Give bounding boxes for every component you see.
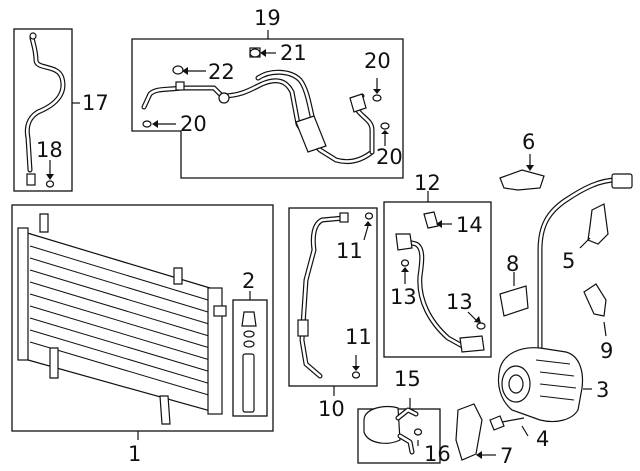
arrowhead-14 xyxy=(436,220,442,228)
callout-8: 8 xyxy=(506,252,519,276)
part-1-condenser xyxy=(17,213,227,425)
part-9-bracket xyxy=(583,283,607,317)
part-8-bracket xyxy=(499,285,529,317)
part-10-hose xyxy=(297,212,349,379)
box-15 xyxy=(357,408,441,464)
part-14-pressure-sensor xyxy=(423,211,439,229)
part-18-o-ring xyxy=(45,180,55,188)
part-6-bracket xyxy=(499,169,545,191)
callout-20-bottom: 20 xyxy=(376,145,403,169)
part-11-o-ring-top xyxy=(364,212,374,220)
callout-20-top: 20 xyxy=(364,49,391,73)
callout-21: 21 xyxy=(280,41,307,65)
callout-20-left: 20 xyxy=(180,112,207,136)
box-10 xyxy=(288,207,378,387)
callout-13-right: 13 xyxy=(446,290,473,314)
callout-1: 1 xyxy=(128,442,141,466)
callout-11-bottom: 11 xyxy=(345,325,372,349)
part-7-bracket xyxy=(455,403,483,461)
part-3-compressor xyxy=(497,173,633,423)
part-12-hose xyxy=(395,233,485,353)
arrowhead-20-bottom xyxy=(381,130,389,134)
arrowhead-18 xyxy=(46,174,54,180)
callout-16: 16 xyxy=(424,442,451,466)
callout-6: 6 xyxy=(522,130,535,154)
leader-5 xyxy=(579,237,591,249)
arrowhead-13-right xyxy=(474,316,481,323)
callout-12: 12 xyxy=(414,171,441,195)
part-13-o-ring-left xyxy=(400,259,410,267)
part-22-nut xyxy=(172,65,184,75)
part-11-o-ring-bottom xyxy=(351,371,361,379)
box-19 xyxy=(131,38,404,179)
box-12 xyxy=(383,201,492,358)
callout-5: 5 xyxy=(562,249,575,273)
callout-22: 22 xyxy=(208,60,235,84)
arrowhead-7 xyxy=(476,451,482,459)
part-13-o-ring-right xyxy=(476,322,486,330)
part-16-o-ring xyxy=(413,428,423,436)
arrowhead-6 xyxy=(526,165,534,171)
leader-9 xyxy=(603,321,607,337)
part-2-desiccant-kit xyxy=(241,311,257,413)
arrowhead-22 xyxy=(182,67,188,75)
part-21-nut xyxy=(249,48,261,58)
callout-14: 14 xyxy=(456,213,483,237)
callout-10: 10 xyxy=(318,397,345,421)
callout-7: 7 xyxy=(500,444,513,468)
callout-19: 19 xyxy=(254,6,281,30)
callout-18: 18 xyxy=(36,138,63,162)
callout-3: 3 xyxy=(596,378,609,402)
box-17 xyxy=(13,28,73,192)
part-5-bracket xyxy=(587,203,609,245)
arrowhead-21 xyxy=(260,49,266,57)
leader-4 xyxy=(521,425,529,437)
callout-13-left: 13 xyxy=(390,285,417,309)
part-20-o-ring-top xyxy=(372,94,382,102)
arrow-13-right xyxy=(467,311,477,321)
callout-15: 15 xyxy=(394,367,421,391)
callout-17: 17 xyxy=(82,91,109,115)
arrowhead-11-top xyxy=(364,221,372,226)
part-15-receiver xyxy=(363,405,419,455)
part-19-pipe-assembly xyxy=(141,47,375,165)
part-20-o-ring-left xyxy=(142,120,152,128)
callout-2: 2 xyxy=(242,269,255,293)
arrowhead-20-top xyxy=(373,89,381,94)
arrowhead-20-left xyxy=(152,120,158,128)
part-4-bolt xyxy=(489,415,525,431)
callout-4: 4 xyxy=(536,427,549,451)
callout-11-top: 11 xyxy=(336,239,363,263)
part-20-o-ring-bottom xyxy=(380,122,390,130)
box-1 xyxy=(11,204,274,432)
arrowhead-11-bottom xyxy=(352,366,360,371)
arrow-11-top xyxy=(363,225,369,241)
arrowhead-13-left xyxy=(401,267,409,272)
callout-9: 9 xyxy=(600,339,613,363)
part-17-hose xyxy=(24,32,66,186)
